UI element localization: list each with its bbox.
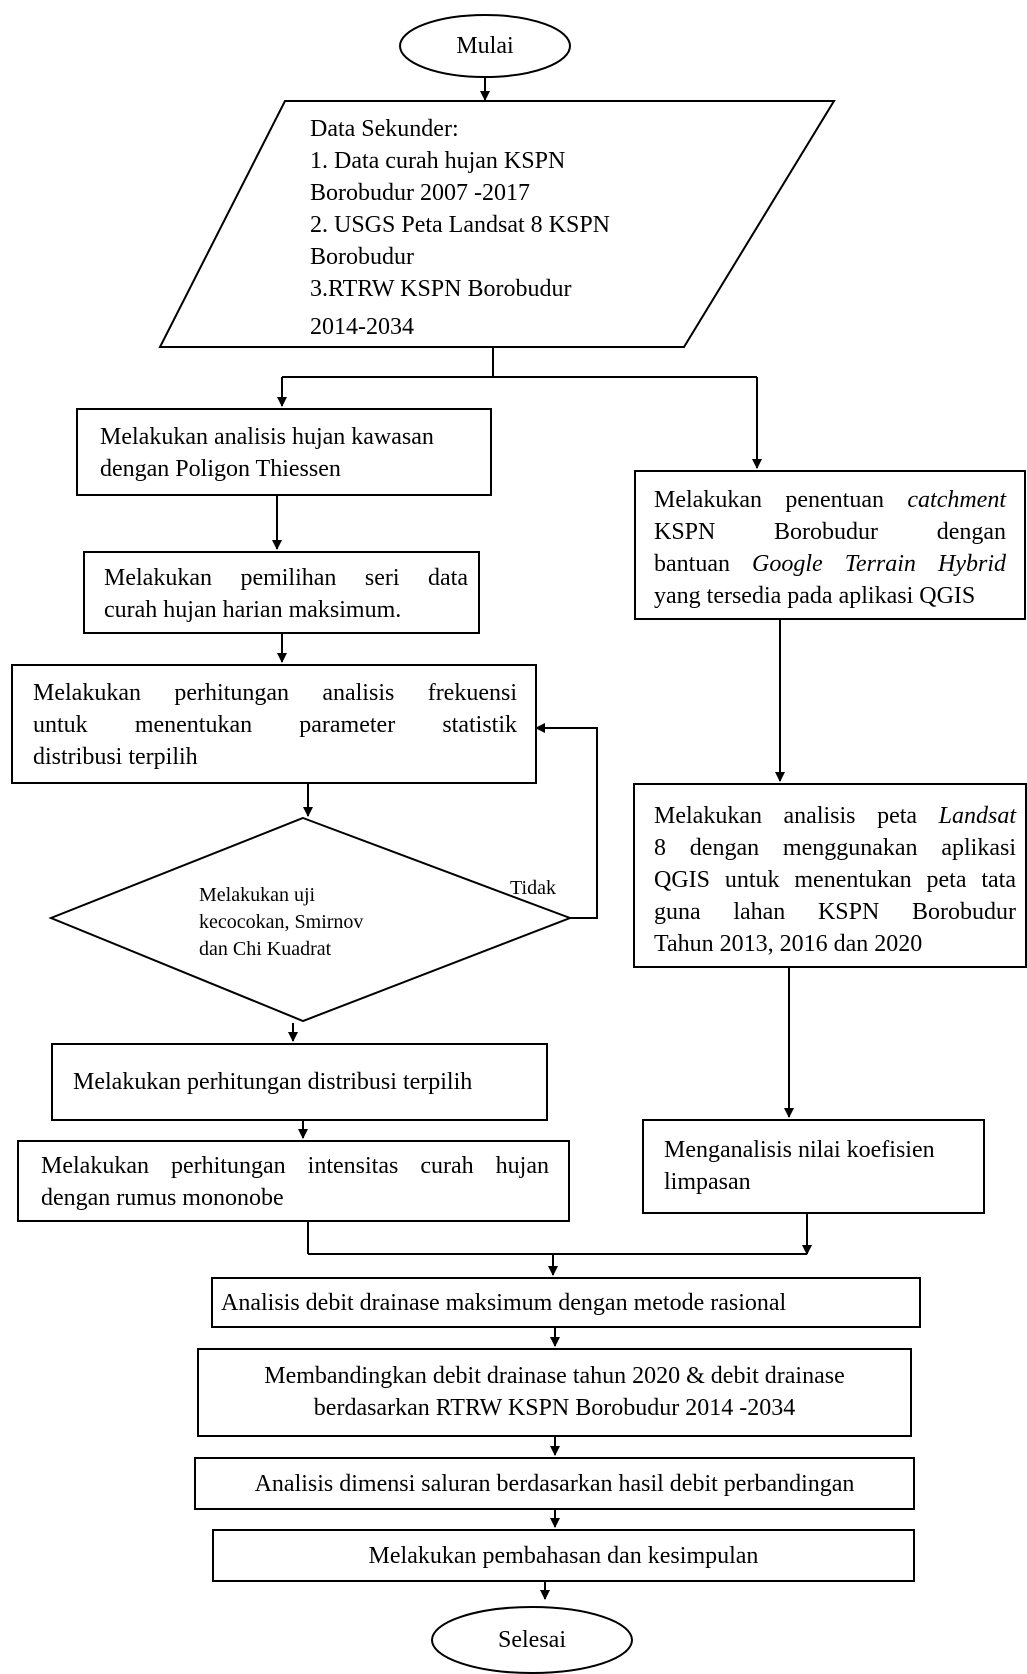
step-compare-box — [197, 1348, 912, 1437]
step-landsat-line-5: Tahun 2013, 2016 dan 2020 — [654, 931, 923, 957]
start-terminator-shape — [399, 14, 571, 78]
decision-diamond-shape — [48, 816, 573, 1023]
step-thiessen-line-2: dengan Poligon Thiessen — [100, 456, 341, 482]
step-distribution-text: Melakukan perhitungan distribusi terpili… — [73, 1069, 473, 1095]
step-frequency-box — [11, 664, 537, 784]
step-series-box — [83, 551, 480, 634]
step-catchment-line-4: yang tersedia pada aplikasi QGIS — [654, 583, 976, 609]
step-distribution-box — [51, 1043, 548, 1121]
step-intensity-text: Melakukan perhitungan intensitas curah h… — [41, 1150, 549, 1214]
input-data-text: Data Sekunder: 1. Data curah hujan KSPN … — [310, 113, 710, 343]
input-item-1: 1. Data curah hujan KSPN — [310, 148, 566, 174]
decision-line-1: Melakukan uji — [199, 884, 316, 906]
input-item-3: 2. USGS Peta Landsat 8 KSPN — [310, 212, 611, 238]
decision-no-label: Tidak — [510, 877, 556, 899]
step-discharge-box — [211, 1277, 921, 1328]
step-frequency-line-3: distribusi terpilih — [33, 744, 198, 770]
step-landsat-line-1: Melakukan analisis peta Landsat — [654, 803, 1016, 829]
step-discussion-text: Melakukan pembahasan dan kesimpulan — [368, 1543, 759, 1569]
step-runoff-text: Menganalisis nilai koefisien limpasan — [664, 1134, 974, 1198]
step-catchment-box — [634, 470, 1026, 620]
step-landsat-line-3: QGIS untuk menentukan peta tata — [654, 867, 1016, 893]
step-series-line-2: curah hujan harian maksimum. — [104, 597, 402, 623]
step-compare-line-2: berdasarkan RTRW KSPN Borobudur 2014 -20… — [313, 1395, 796, 1421]
step-landsat-line-4: guna lahan KSPN Borobudur — [654, 899, 1016, 925]
step-catchment-text: Melakukan penentuan catchment KSPN Borob… — [654, 484, 1006, 612]
step-discharge-text: Analisis debit drainase maksimum dengan … — [221, 1290, 787, 1316]
step-landsat-line-2: 8 dengan menggunakan aplikasi — [654, 835, 1016, 861]
step-thiessen-line-1: Melakukan analisis hujan kawasan — [100, 424, 434, 450]
step-frequency-line-1: Melakukan perhitungan analisis frekuensi — [33, 680, 517, 706]
step-catchment-line-1: Melakukan penentuan catchment — [654, 487, 1006, 513]
input-item-6: 2014-2034 — [310, 314, 414, 340]
decision-line-3: dan Chi Kuadrat — [199, 938, 332, 960]
start-label: Mulai — [456, 33, 514, 59]
step-catchment-line-3: bantuan Google Terrain Hybrid — [654, 551, 1006, 577]
step-compare-line-1: Membandingkan debit drainase tahun 2020 … — [264, 1363, 845, 1389]
input-parallelogram-shape — [158, 100, 836, 348]
input-item-2: Borobudur 2007 -2017 — [310, 180, 530, 206]
step-intensity-line-2: dengan rumus mononobe — [41, 1185, 284, 1211]
step-series-text: Melakukan pemilihan seri data curah huja… — [104, 562, 468, 626]
step-frequency-text: Melakukan perhitungan analisis frekuensi… — [33, 677, 517, 773]
decision-text: Melakukan uji kecocokan, Smirnov dan Chi… — [199, 882, 429, 963]
end-label: Selesai — [498, 1627, 566, 1653]
step-frequency-line-2: untuk menentukan parameter statistik — [33, 712, 517, 738]
loop-decision-no — [535, 723, 598, 919]
step-intensity-line-1: Melakukan perhitungan intensitas curah h… — [41, 1153, 549, 1179]
step-runoff-box — [642, 1119, 985, 1214]
step-series-line-1: Melakukan pemilihan seri data — [104, 565, 468, 591]
input-item-4: Borobudur — [310, 244, 414, 270]
end-terminator-shape — [431, 1606, 633, 1674]
step-catchment-line-2: KSPN Borobudur dengan — [654, 519, 1006, 545]
step-landsat-text: Melakukan analisis peta Landsat 8 dengan… — [654, 800, 1016, 960]
decision-line-2: kecocokan, Smirnov — [199, 911, 364, 933]
step-thiessen-text: Melakukan analisis hujan kawasan dengan … — [100, 421, 480, 485]
input-item-5: 3.RTRW KSPN Borobudur — [310, 276, 572, 302]
step-compare-text: Membandingkan debit drainase tahun 2020 … — [197, 1360, 912, 1424]
step-thiessen-box — [76, 408, 492, 496]
step-intensity-box — [17, 1140, 570, 1222]
step-runoff-line-2: limpasan — [664, 1169, 751, 1195]
step-discussion-box — [212, 1529, 915, 1582]
step-runoff-line-1: Menganalisis nilai koefisien — [664, 1137, 935, 1163]
step-landsat-box — [633, 783, 1027, 968]
input-heading: Data Sekunder: — [310, 116, 459, 142]
step-dimension-box — [194, 1457, 915, 1510]
step-dimension-text: Analisis dimensi saluran berdasarkan has… — [254, 1471, 855, 1497]
